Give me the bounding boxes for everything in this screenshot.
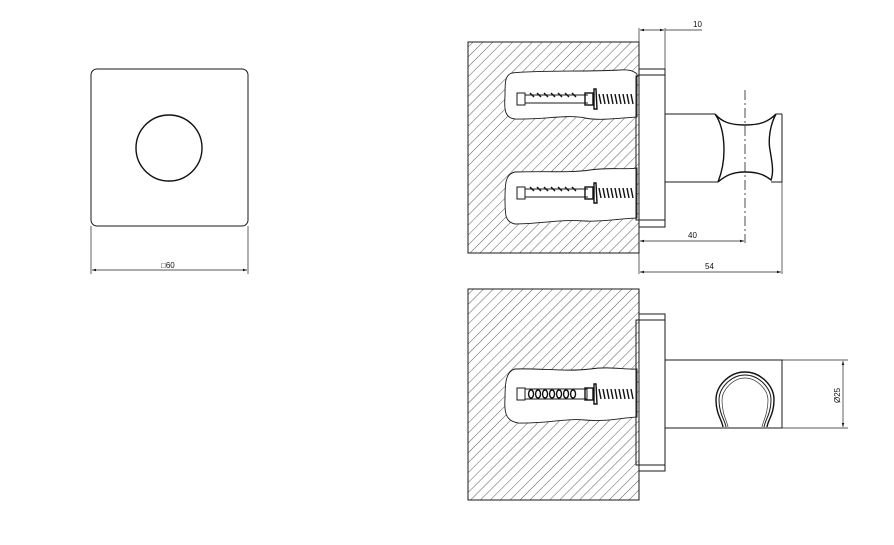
anchor-cavity-lower (504, 167, 638, 225)
wall-anchor-lower (516, 182, 634, 204)
dimension-label-54: 54 (705, 262, 714, 271)
holder-circle (135, 114, 203, 182)
top-view: Ø25 (467, 288, 848, 501)
wall-anchor-upper (516, 88, 634, 110)
dimension-label-40: 40 (688, 231, 697, 240)
cover-plate-outline (90, 68, 249, 227)
holder-clip (715, 371, 775, 428)
side-view: 10 40 54 (467, 20, 783, 274)
dimension-label-25: Ø25 (833, 387, 842, 403)
dimension-label-10: 10 (693, 20, 702, 29)
plate-back (635, 75, 640, 221)
dimension-label-60: □60 (161, 261, 175, 270)
holder-head (714, 113, 777, 183)
wall-anchor (516, 383, 634, 405)
holder-arm (664, 359, 783, 429)
mounting-plate (638, 68, 666, 228)
mounting-plate-top (638, 313, 666, 472)
front-view: □60 (90, 68, 249, 274)
